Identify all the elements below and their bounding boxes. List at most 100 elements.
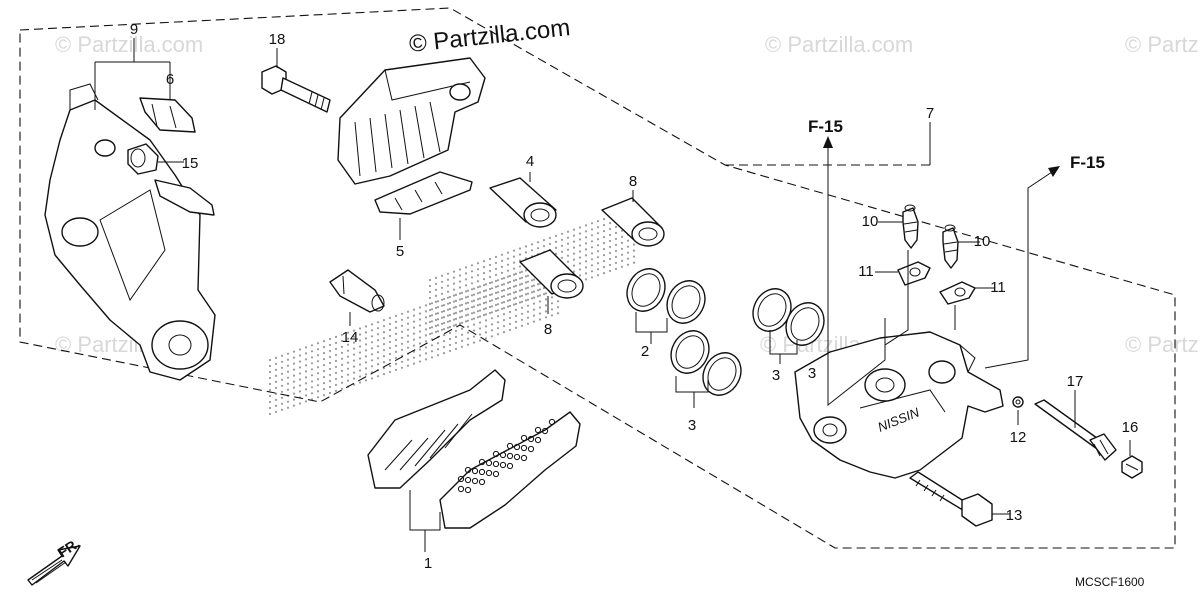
halftone-dot xyxy=(514,308,518,311)
halftone-dot xyxy=(584,224,588,227)
halftone-dot xyxy=(328,337,332,341)
halftone-dot xyxy=(346,373,350,376)
pad-hole xyxy=(520,434,528,442)
halftone-dot xyxy=(298,360,302,363)
halftone-dot xyxy=(538,312,542,315)
halftone-dot xyxy=(428,290,432,294)
halftone-dot xyxy=(460,327,464,330)
halftone-dot xyxy=(376,345,380,348)
halftone-dot xyxy=(572,228,576,231)
halftone-dot xyxy=(430,308,434,311)
halftone-dot xyxy=(370,341,374,344)
halftone-dot xyxy=(304,376,308,379)
halftone-dot xyxy=(442,346,446,349)
halftone-dot xyxy=(506,287,510,290)
halftone-dot xyxy=(502,301,506,304)
halftone-dot xyxy=(466,331,470,334)
halftone-dot xyxy=(400,324,404,327)
halftone-dot xyxy=(310,386,314,389)
halftone-dot xyxy=(400,336,404,339)
halftone-dot xyxy=(566,242,570,245)
halftone-dot xyxy=(466,325,470,328)
halftone-dot xyxy=(506,251,510,254)
halftone-dot xyxy=(440,322,444,325)
halftone-dot xyxy=(352,371,356,374)
halftone-dot xyxy=(548,242,552,246)
halftone-dot xyxy=(514,278,518,281)
halftone-dot xyxy=(394,314,398,317)
callout-8: 8 xyxy=(629,173,637,190)
halftone-dot xyxy=(578,250,582,253)
halftone-dot xyxy=(340,363,344,366)
halftone-dot xyxy=(502,295,506,298)
halftone-dot xyxy=(446,314,450,317)
halftone-dot xyxy=(376,339,380,342)
halftone-dot xyxy=(346,343,350,346)
halftone-dot xyxy=(524,269,528,272)
halftone-dot xyxy=(584,242,588,245)
halftone-dot xyxy=(436,300,440,303)
halftone-dot xyxy=(518,247,522,250)
halftone-dot xyxy=(488,311,492,315)
part-piston-8-upper xyxy=(601,197,665,247)
halftone-dot xyxy=(596,232,600,235)
halftone-dot xyxy=(478,327,482,330)
halftone-dot xyxy=(400,348,404,351)
halftone-dot xyxy=(506,299,510,302)
halftone-dot xyxy=(512,297,516,300)
halftone-dot xyxy=(472,329,476,332)
halftone-dot xyxy=(428,284,432,288)
halftone-dot xyxy=(496,279,500,282)
callout-2: 2 xyxy=(641,343,649,360)
ref-label-left: F-15 xyxy=(808,117,843,136)
halftone-dot xyxy=(316,384,320,387)
pad-hole xyxy=(527,445,535,453)
halftone-dot xyxy=(454,305,458,308)
halftone-dot xyxy=(506,263,510,266)
halftone-watermark xyxy=(268,207,636,416)
halftone-dot xyxy=(530,249,534,252)
halftone-dot xyxy=(418,342,422,345)
halftone-dot xyxy=(566,230,570,233)
halftone-dot xyxy=(436,306,440,309)
halftone-dot xyxy=(340,345,344,348)
halftone-dot xyxy=(352,377,356,380)
halftone-dot xyxy=(590,264,594,267)
halftone-dot xyxy=(536,289,540,292)
halftone-dot xyxy=(482,266,486,269)
halftone-dot xyxy=(292,404,296,407)
part-slide-pin xyxy=(1034,399,1117,461)
halftone-dot xyxy=(310,350,314,353)
halftone-dot xyxy=(310,362,314,365)
halftone-dot xyxy=(298,354,302,357)
halftone-dot xyxy=(596,244,600,247)
halftone-dot xyxy=(470,264,474,267)
halftone-dot xyxy=(418,336,422,339)
halftone-dot xyxy=(472,335,476,338)
seal-ring xyxy=(702,352,742,396)
halftone-dot xyxy=(382,325,386,328)
halftone-dot xyxy=(286,406,290,409)
halftone-dot xyxy=(608,257,612,261)
halftone-dot xyxy=(530,285,534,288)
halftone-dot xyxy=(494,285,498,288)
halftone-dot xyxy=(542,293,546,296)
halftone-dot xyxy=(446,278,450,281)
halftone-dot xyxy=(346,349,350,352)
halftone-dot xyxy=(536,295,540,298)
halftone-dot xyxy=(494,255,498,258)
halftone-dot xyxy=(364,367,368,370)
halftone-dot xyxy=(584,248,588,251)
pad-hole xyxy=(471,467,479,475)
halftone-dot xyxy=(394,320,398,323)
halftone-dot xyxy=(512,267,516,270)
halftone-dot xyxy=(452,288,456,291)
halftone-dot xyxy=(488,275,492,279)
halftone-dot xyxy=(442,340,446,343)
halftone-dot xyxy=(434,318,438,321)
halftone-dot xyxy=(458,280,462,283)
halftone-dot xyxy=(518,277,522,280)
halftone-dot xyxy=(596,250,600,253)
